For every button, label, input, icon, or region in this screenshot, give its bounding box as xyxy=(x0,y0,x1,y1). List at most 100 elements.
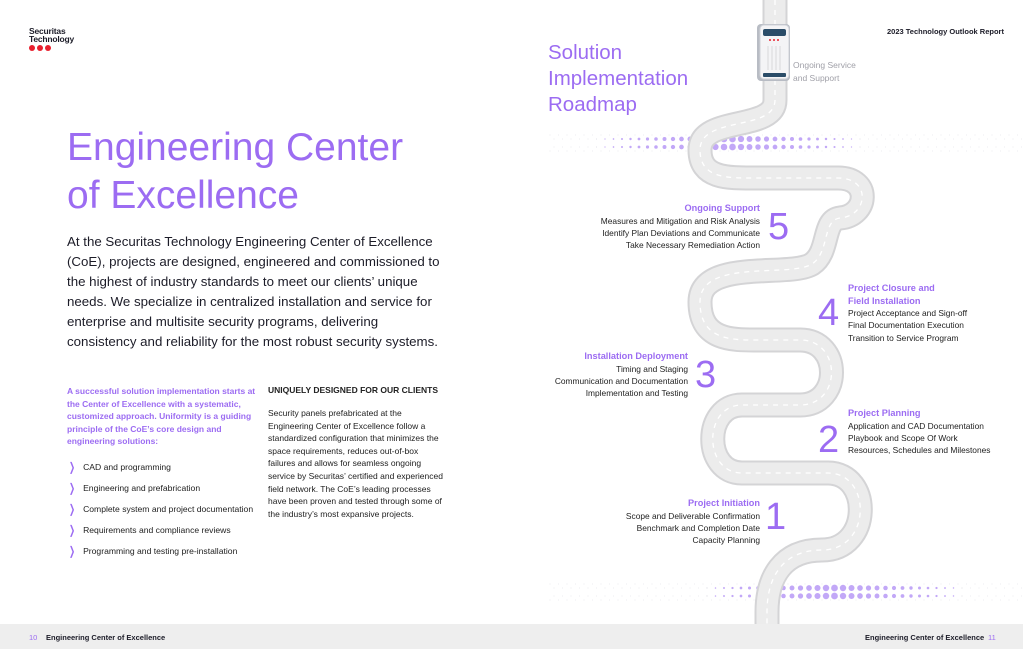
dot xyxy=(932,150,933,152)
dot xyxy=(637,145,641,149)
dot xyxy=(651,599,653,601)
dot xyxy=(953,138,954,140)
step-number-5: 5 xyxy=(768,206,790,248)
dot xyxy=(910,146,912,148)
dot xyxy=(952,595,955,597)
dot xyxy=(685,134,687,136)
dot xyxy=(728,599,729,601)
dot xyxy=(974,134,976,136)
dot xyxy=(745,599,746,601)
logo: Securitas Technology xyxy=(29,26,75,44)
dot xyxy=(859,146,861,148)
dot xyxy=(889,134,891,136)
dot xyxy=(1017,583,1018,585)
dot xyxy=(838,599,840,601)
dot xyxy=(923,599,925,601)
dot xyxy=(746,136,753,142)
dot xyxy=(935,586,938,590)
dot xyxy=(804,150,806,152)
dot xyxy=(889,583,891,585)
dot xyxy=(604,587,606,589)
dot xyxy=(728,583,729,585)
dot xyxy=(919,146,920,148)
dot xyxy=(831,592,838,600)
logo-dots xyxy=(29,45,51,51)
dot xyxy=(706,595,708,597)
dot xyxy=(814,584,821,592)
dot xyxy=(983,583,984,585)
dot xyxy=(612,146,615,148)
dot xyxy=(672,595,674,597)
dot xyxy=(566,134,568,136)
dot xyxy=(787,599,789,601)
step-1: Project Initiation Scope and Deliverable… xyxy=(625,498,760,546)
dot xyxy=(575,150,576,152)
dot xyxy=(617,134,619,136)
dot xyxy=(821,583,823,585)
dot xyxy=(1021,595,1022,597)
dot xyxy=(762,134,763,136)
dot xyxy=(906,599,908,601)
dot xyxy=(883,593,888,599)
chevron-right-icon: ❯ xyxy=(69,459,76,474)
dot xyxy=(807,137,811,141)
dot xyxy=(662,137,667,141)
dot xyxy=(609,134,610,136)
footer-label-right: Engineering Center of Excellence xyxy=(865,633,985,642)
dot xyxy=(570,146,572,148)
dot xyxy=(838,583,840,585)
dot xyxy=(664,587,665,589)
dot xyxy=(689,587,691,589)
dot xyxy=(753,150,755,152)
dot xyxy=(753,599,755,601)
dot xyxy=(798,137,803,141)
dot xyxy=(677,583,678,585)
dot xyxy=(936,138,937,140)
dot xyxy=(966,134,967,136)
dot xyxy=(587,146,589,148)
dot xyxy=(694,583,695,585)
dot xyxy=(714,587,717,589)
dot xyxy=(872,599,874,601)
dot xyxy=(575,583,576,585)
dot xyxy=(583,599,585,601)
dot xyxy=(927,138,929,140)
dot xyxy=(813,583,814,585)
report-title: 2023 Technology Outlook Report xyxy=(887,27,1004,36)
dot xyxy=(961,138,963,140)
dot xyxy=(949,583,950,585)
dot xyxy=(553,587,555,589)
dot xyxy=(855,134,857,136)
dot xyxy=(850,146,853,148)
dot xyxy=(919,138,920,140)
dot xyxy=(868,146,869,148)
dot xyxy=(813,134,814,136)
dot xyxy=(813,599,814,601)
dot xyxy=(798,145,803,149)
dot xyxy=(745,583,746,585)
dot xyxy=(940,599,942,601)
dot xyxy=(949,599,950,601)
dot xyxy=(592,134,593,136)
dot xyxy=(944,595,946,597)
dot xyxy=(940,583,942,585)
dot xyxy=(842,138,844,140)
dot xyxy=(770,134,772,136)
dot xyxy=(558,150,559,152)
dot xyxy=(1021,146,1022,148)
dot xyxy=(821,134,823,136)
dot xyxy=(796,134,797,136)
dot xyxy=(609,583,610,585)
dot xyxy=(706,587,708,589)
dot xyxy=(991,583,993,585)
dot xyxy=(898,599,899,601)
dot xyxy=(909,594,913,598)
dot xyxy=(961,595,963,597)
dot xyxy=(562,595,563,597)
dot xyxy=(830,583,831,585)
dot xyxy=(719,150,721,152)
dot xyxy=(1012,146,1014,148)
dot xyxy=(847,599,848,601)
dot xyxy=(915,599,916,601)
dot xyxy=(651,150,653,152)
